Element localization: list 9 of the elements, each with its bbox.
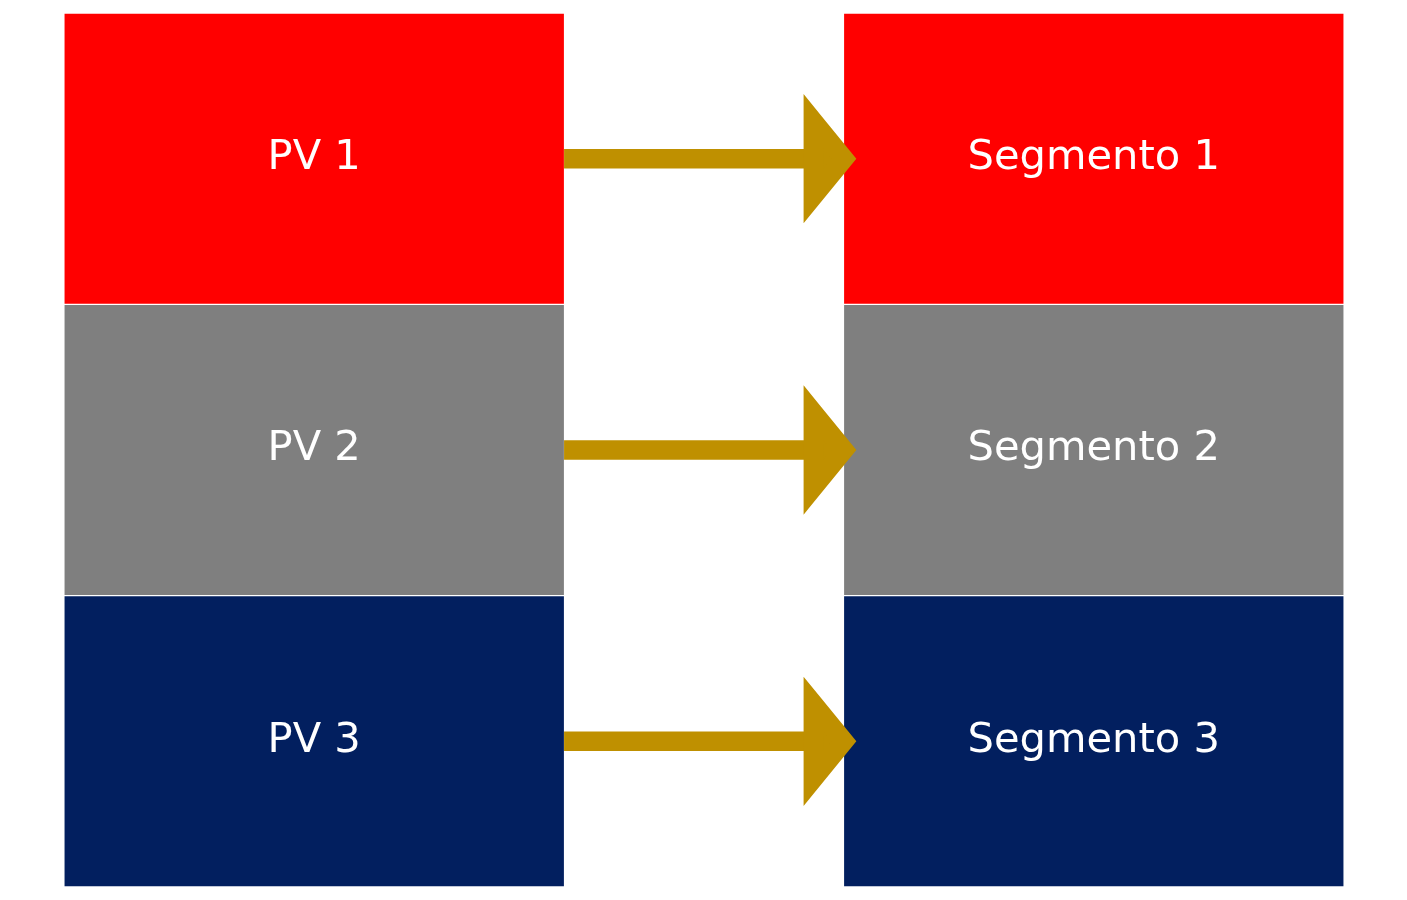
node-box: PV 2 — [64, 305, 564, 595]
node-box: Segmento 1 — [843, 13, 1343, 304]
arrow — [563, 676, 856, 806]
node-box: PV 3 — [64, 596, 564, 887]
node-box: Segmento 3 — [843, 596, 1343, 887]
arrow — [563, 385, 856, 515]
node-box: Segmento 2 — [843, 305, 1343, 595]
node-box: PV 1 — [64, 13, 564, 304]
arrow — [563, 94, 856, 224]
